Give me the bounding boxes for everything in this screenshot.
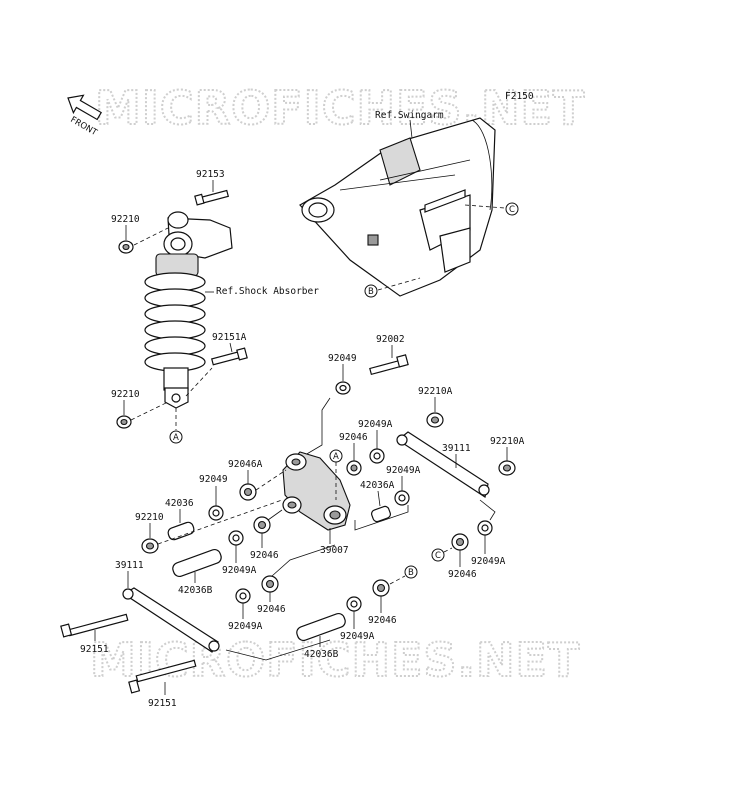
callout-c-linkage (431, 548, 445, 562)
part-42036B-a-label: 42036B (178, 585, 213, 596)
part-92210A-a-label: 92210A (418, 386, 453, 397)
tie-rod-39111-left-illustration (122, 587, 220, 653)
callout-c-linkage-text: C (435, 551, 441, 561)
part-39007-label: 39007 (320, 545, 349, 556)
washer-92049A-d-icon (235, 588, 251, 604)
callout-c-swingarm-text: C (509, 205, 515, 215)
washer-92049A-f-icon (346, 596, 362, 612)
rocker-39007-illustration (282, 451, 351, 531)
bolt-92153-icon (194, 189, 230, 206)
washer-92049A-a-icon (369, 448, 385, 464)
part-92046-b-label: 92046 (250, 550, 279, 561)
part-92210A-b-label: 92210A (490, 436, 525, 447)
tie-rod-39111-right-illustration (396, 431, 490, 498)
callout-b-linkage (404, 565, 418, 579)
part-92046A-label: 92046A (228, 459, 263, 470)
part-92049A-f-label: 92049A (340, 631, 375, 642)
part-39111-left-label: 39111 (115, 560, 144, 571)
bushing-92046-b-icon (253, 516, 271, 534)
callout-a-shock (169, 430, 183, 444)
ref-shock-absorber-label: Ref.Shock Absorber (216, 286, 319, 297)
part-92046-c-label: 92046 (257, 604, 286, 615)
washer-92049A-b-icon (394, 490, 410, 506)
part-92046-a-label: 92046 (339, 432, 368, 443)
callout-a-shock-text: A (173, 433, 179, 443)
part-92046-d-label: 92046 (448, 569, 477, 580)
bolt-92151A-icon (210, 347, 248, 366)
collar-42036A-icon (371, 505, 391, 523)
bushing-92046-d-icon (451, 533, 469, 551)
washer-92049-top-icon (335, 381, 351, 395)
diagram-code: F2150 (505, 91, 534, 102)
bolt-92151-b-icon (128, 659, 197, 694)
shock-absorber-illustration (144, 211, 233, 409)
part-92049-top-label: 92049 (328, 353, 357, 364)
washer-92049A-c-icon (228, 530, 244, 546)
part-92049A-b-label: 92049A (386, 465, 421, 476)
nut-92210-left-icon (141, 538, 159, 554)
watermark-bottom: MICROFICHES.NET (90, 633, 580, 687)
collar-42036B-b-icon (296, 612, 346, 642)
part-92153-label: 92153 (196, 169, 225, 180)
bushing-92046A-icon (239, 483, 257, 501)
part-92151A-label: 92151A (212, 332, 247, 343)
part-92049A-c-label: 92049A (222, 565, 257, 576)
ref-swingarm-label: Ref.Swingarm (375, 110, 444, 121)
front-arrow-icon (67, 94, 102, 121)
part-42036-label: 42036 (165, 498, 194, 509)
part-92046-e-label: 92046 (368, 615, 397, 626)
bushing-92046-e-icon (372, 579, 390, 597)
part-92151-a-label: 92151 (80, 644, 109, 655)
washer-92049-mid-icon (208, 505, 224, 521)
part-92151-b-label: 92151 (148, 698, 177, 709)
nut-92210-bottom-icon (116, 415, 132, 429)
nut-92210-top-icon (118, 240, 134, 254)
washer-92049A-e-icon (477, 520, 493, 536)
part-92210-top-label: 92210 (111, 214, 140, 225)
callout-c-swingarm (505, 202, 519, 216)
bolt-92002-icon (369, 354, 409, 376)
bolt-92151-a-icon (60, 613, 129, 638)
callout-b-linkage-text: B (408, 568, 414, 578)
part-42036A-label: 42036A (360, 480, 395, 491)
watermark-top: MICROFICHES.NET (95, 81, 585, 135)
bushing-92046-a-icon (346, 460, 362, 476)
part-39111-right-label: 39111 (442, 443, 471, 454)
part-92002-label: 92002 (376, 334, 405, 345)
bushing-92046-c-icon (261, 575, 279, 593)
swingarm-illustration (299, 117, 496, 297)
part-92210-left-label: 92210 (135, 512, 164, 523)
nut-92210A-a-icon (426, 412, 444, 428)
part-92049A-d-label: 92049A (228, 621, 263, 632)
nut-92210A-b-icon (498, 460, 516, 476)
collar-42036-icon (167, 521, 195, 541)
callout-a-rocker (329, 449, 343, 463)
part-42036B-b-label: 42036B (304, 649, 339, 660)
part-92049-mid-label: 92049 (199, 474, 228, 485)
collar-42036B-a-icon (172, 548, 222, 578)
part-92049A-a-label: 92049A (358, 419, 393, 430)
callout-b-swingarm-text: B (368, 287, 374, 297)
callout-b-swingarm (364, 284, 378, 298)
part-92210-bottom-label: 92210 (111, 389, 140, 400)
callout-a-rocker-text: A (333, 452, 339, 462)
part-92049A-e-label: 92049A (471, 556, 506, 567)
